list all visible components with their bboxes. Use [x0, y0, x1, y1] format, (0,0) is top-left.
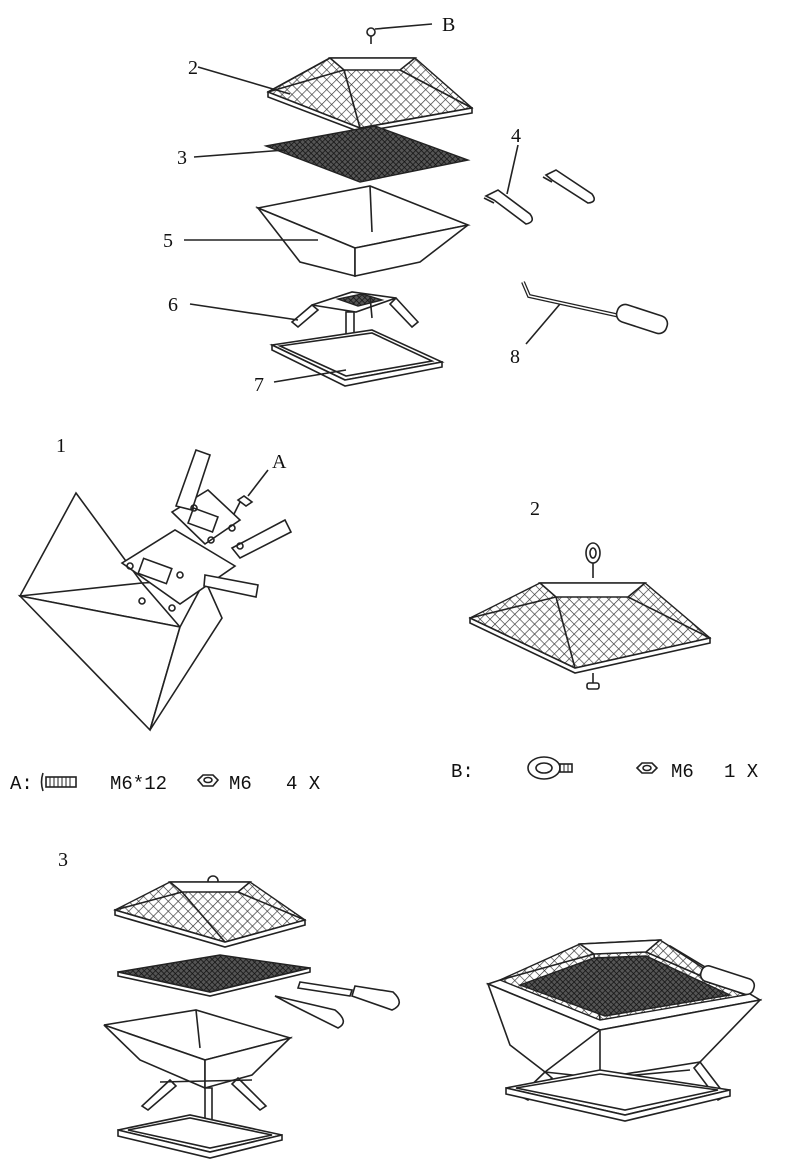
part-3-grill-grate: 3: [177, 125, 471, 183]
label-8: 8: [510, 346, 520, 368]
hardware-b: B: M6 1 X: [451, 756, 759, 783]
nut-icon: [635, 762, 659, 774]
eye-bolt-icon: [527, 756, 573, 780]
hardware-b-prefix: B:: [451, 761, 474, 783]
label-6: 6: [168, 294, 178, 316]
step-2-number: 2: [530, 498, 540, 520]
hardware-a-nut: M6: [229, 773, 252, 795]
hardware-a-qty: 4 X: [286, 773, 321, 795]
part-8-poker: 8: [510, 281, 669, 368]
step-1-leg-1: [174, 448, 212, 511]
step-1: 1 A: [17, 435, 293, 732]
hardware-b-nut: M6: [671, 761, 694, 783]
step-1-leg-2: [230, 518, 293, 560]
label-4: 4: [511, 125, 521, 147]
step-2-eye-bolt: [585, 542, 601, 564]
step-3-lid: [113, 875, 307, 948]
step-3: 3: [58, 849, 763, 1159]
part-4-grate-tools: 4: [483, 125, 596, 225]
step-1-bowl-right: [149, 578, 223, 731]
hardware-a-bolt: M6*12: [110, 773, 167, 795]
part-2-spark-screen: 2: [188, 57, 474, 133]
label-7: 7: [254, 374, 264, 396]
hardware-a-prefix: A:: [10, 773, 33, 795]
part-b-eye-bolt: B: [366, 14, 455, 44]
step-3-assembled-fire-pit: [485, 939, 763, 1122]
step-3-tray: [117, 1114, 283, 1159]
step-3-legs: [140, 1076, 268, 1121]
hardware-a: A: M6*12 M6 4 X: [10, 772, 321, 795]
label-3: 3: [177, 147, 187, 169]
step-2: 2: [468, 498, 712, 690]
step-1-bolts: [126, 495, 254, 612]
step-3-bowl: [103, 1009, 293, 1090]
label-b: B: [442, 14, 455, 36]
step-1-label-a: A: [272, 451, 287, 473]
step-2-nut: [586, 682, 600, 690]
part-7-base-tray: 7: [254, 329, 445, 396]
step-1-leg-3: [203, 574, 259, 598]
bolt-icon: [40, 772, 77, 792]
step-3-number: 3: [58, 849, 68, 871]
label-2: 2: [188, 57, 198, 79]
step-1-number: 1: [56, 435, 66, 457]
nut-icon: [196, 774, 220, 787]
hardware-b-qty: 1 X: [724, 761, 759, 783]
label-5: 5: [163, 230, 173, 252]
step-3-grate: [117, 954, 401, 1029]
exploded-view: B 2 3 4: [163, 14, 669, 396]
part-5-fire-bowl: 5: [163, 185, 471, 278]
